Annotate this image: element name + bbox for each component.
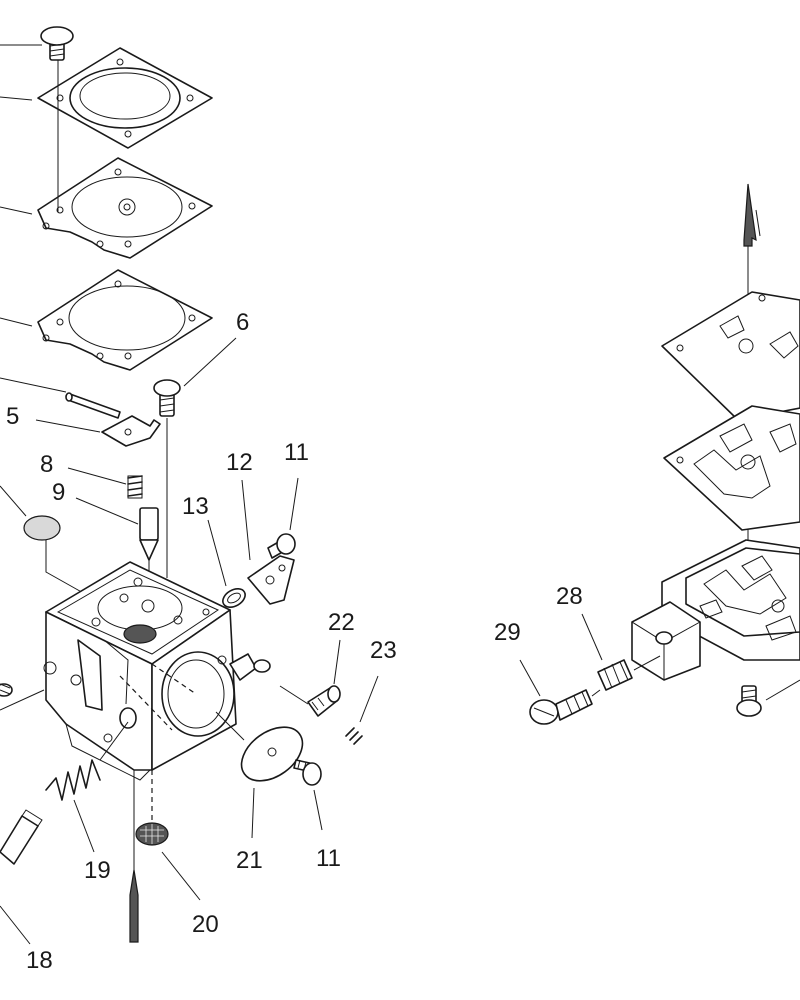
pump-body (631, 539, 800, 681)
label-22: 22 (328, 609, 355, 636)
welch-plug (23, 515, 61, 541)
label-29: 29 (494, 619, 521, 646)
metering-diaphragm (37, 157, 213, 259)
pump-bracket (247, 555, 295, 605)
adjusting-spring (345, 727, 363, 745)
bracket-screw (267, 533, 296, 559)
throttle-plate (240, 726, 304, 782)
idle-spring (597, 659, 633, 691)
lever-screw (153, 379, 181, 417)
label-12: 12 (226, 449, 253, 476)
lever-pin (65, 392, 121, 419)
pump-screw (736, 685, 762, 717)
adjusting-screw (307, 685, 341, 717)
o-ring (222, 588, 246, 608)
label-23: 23 (370, 637, 397, 664)
idle-screw (529, 689, 593, 725)
label-6: 6 (236, 309, 249, 336)
lever-spring (127, 475, 143, 499)
fuel-screen (135, 822, 169, 846)
label-9: 9 (52, 479, 65, 506)
inlet-needle (139, 507, 159, 600)
label-21: 21 (236, 847, 263, 874)
pump-diaphragm (663, 405, 800, 531)
metering-gasket (37, 269, 213, 371)
throttle-spring (45, 759, 101, 801)
throttle-shaft (0, 809, 43, 865)
label-13: 13 (182, 493, 209, 520)
label-20: 20 (192, 911, 219, 938)
cover-plate (37, 47, 213, 149)
pump-gasket (661, 291, 800, 421)
carburetor-body (43, 561, 271, 781)
label-5: 5 (6, 403, 19, 430)
metering-lever (101, 415, 161, 447)
throttle-plate-screw (293, 759, 322, 786)
label-19: 19 (84, 857, 111, 884)
label-11-upper: 11 (284, 439, 309, 466)
label-8: 8 (40, 451, 53, 478)
label-18: 18 (26, 947, 53, 974)
left-screw-fragment (0, 683, 13, 697)
label-28: 28 (556, 583, 583, 610)
label-11-lower: 11 (316, 845, 341, 872)
cover-screw (40, 26, 74, 61)
